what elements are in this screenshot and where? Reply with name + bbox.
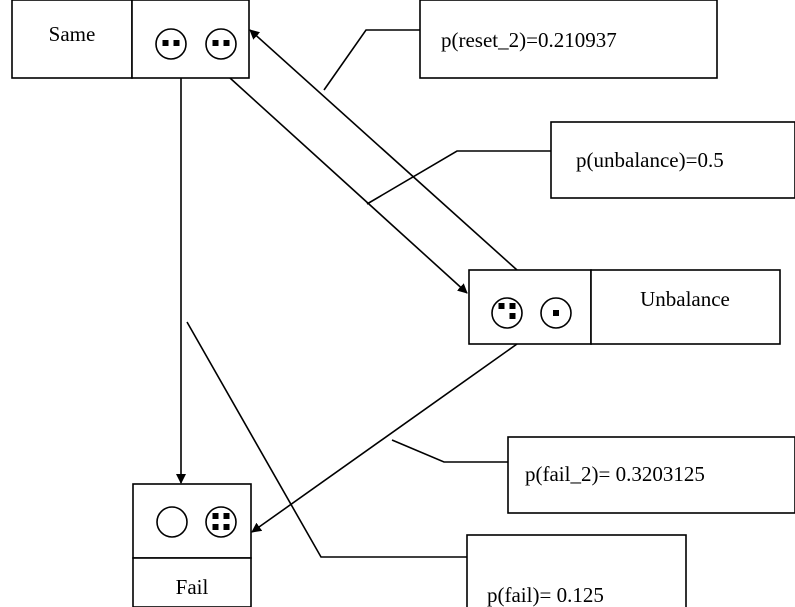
same-state-node: Same xyxy=(11,0,250,79)
coin-single-dot-icon xyxy=(540,297,572,329)
same-label-box xyxy=(11,0,133,79)
unbalance-state-node: Unbalance xyxy=(468,269,781,345)
coin-three-dots-icon xyxy=(491,297,523,329)
unbalance-probability-box xyxy=(550,121,795,199)
unbalance-probability-label: p(unbalance)=0.5 xyxy=(576,148,724,172)
fail-state-label: Fail xyxy=(176,575,209,599)
same-state-label: Same xyxy=(49,22,96,46)
fail-leader-line xyxy=(186,321,468,558)
fail-state-node: Fail xyxy=(132,483,252,607)
fail-probability-label: p(fail)= 0.125 xyxy=(487,583,604,607)
unbalance-callout: p(unbalance)=0.5 xyxy=(366,121,795,205)
unbalance-leader-line xyxy=(366,150,551,205)
unbalance-label-box xyxy=(590,269,781,345)
fail-label-box xyxy=(132,557,252,607)
fail-callout: p(fail)= 0.125 xyxy=(186,321,687,607)
arrow-unbalance-to-fail xyxy=(251,343,518,533)
reset-2-probability-label: p(reset_2)=0.210937 xyxy=(441,28,617,52)
coin-face-icon xyxy=(205,28,237,60)
fail-2-callout: p(fail_2)= 0.3203125 xyxy=(391,436,795,514)
fail-2-leader-line xyxy=(391,439,508,463)
unbalance-state-label: Unbalance xyxy=(640,287,730,311)
arrow-same-to-unbalance xyxy=(229,77,468,294)
reset-2-leader-line xyxy=(323,29,420,91)
reset-2-box xyxy=(419,0,718,79)
coin-face-icon xyxy=(155,28,187,60)
arrow-unbalance-to-same xyxy=(249,29,518,271)
coin-four-dots-icon xyxy=(205,506,237,538)
unbalance-coins-box xyxy=(468,269,592,345)
fail-2-box xyxy=(507,436,795,514)
fail-probability-box xyxy=(466,534,687,607)
empty-coin-icon xyxy=(156,506,188,538)
fail-2-probability-label: p(fail_2)= 0.3203125 xyxy=(525,462,705,486)
reset-2-callout: p(reset_2)=0.210937 xyxy=(323,0,718,91)
